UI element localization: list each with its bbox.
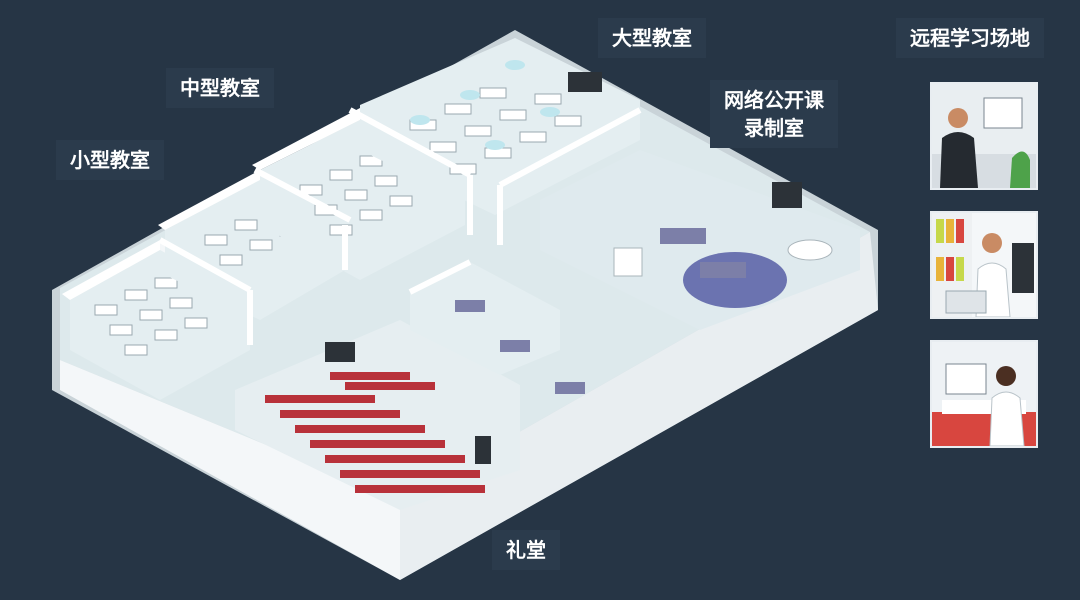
label-small-classroom: 小型教室 <box>56 140 164 180</box>
label-medium-classroom: 中型教室 <box>166 68 274 108</box>
label-remote-learning: 远程学习场地 <box>896 18 1044 58</box>
interior-walls <box>158 107 642 345</box>
remote-learning-photo-library <box>930 211 1038 319</box>
round-carpet <box>683 252 787 308</box>
label-recording-room-line1: 网络公开课 <box>724 88 824 112</box>
building-front-edge <box>60 360 400 580</box>
label-large-classroom: 大型教室 <box>598 18 706 58</box>
large-classroom-area <box>360 38 640 215</box>
remote-learning-photo-office <box>930 82 1038 190</box>
label-auditorium: 礼堂 <box>492 530 560 570</box>
remote-learning-photo-desk <box>930 340 1038 448</box>
auditorium-area <box>235 320 520 510</box>
recording-room-area <box>540 150 860 330</box>
label-recording-room: 网络公开课 录制室 <box>710 80 838 148</box>
meeting-room-area <box>410 262 585 394</box>
building-right-edge <box>400 232 878 580</box>
label-recording-room-line2: 录制室 <box>744 116 804 140</box>
